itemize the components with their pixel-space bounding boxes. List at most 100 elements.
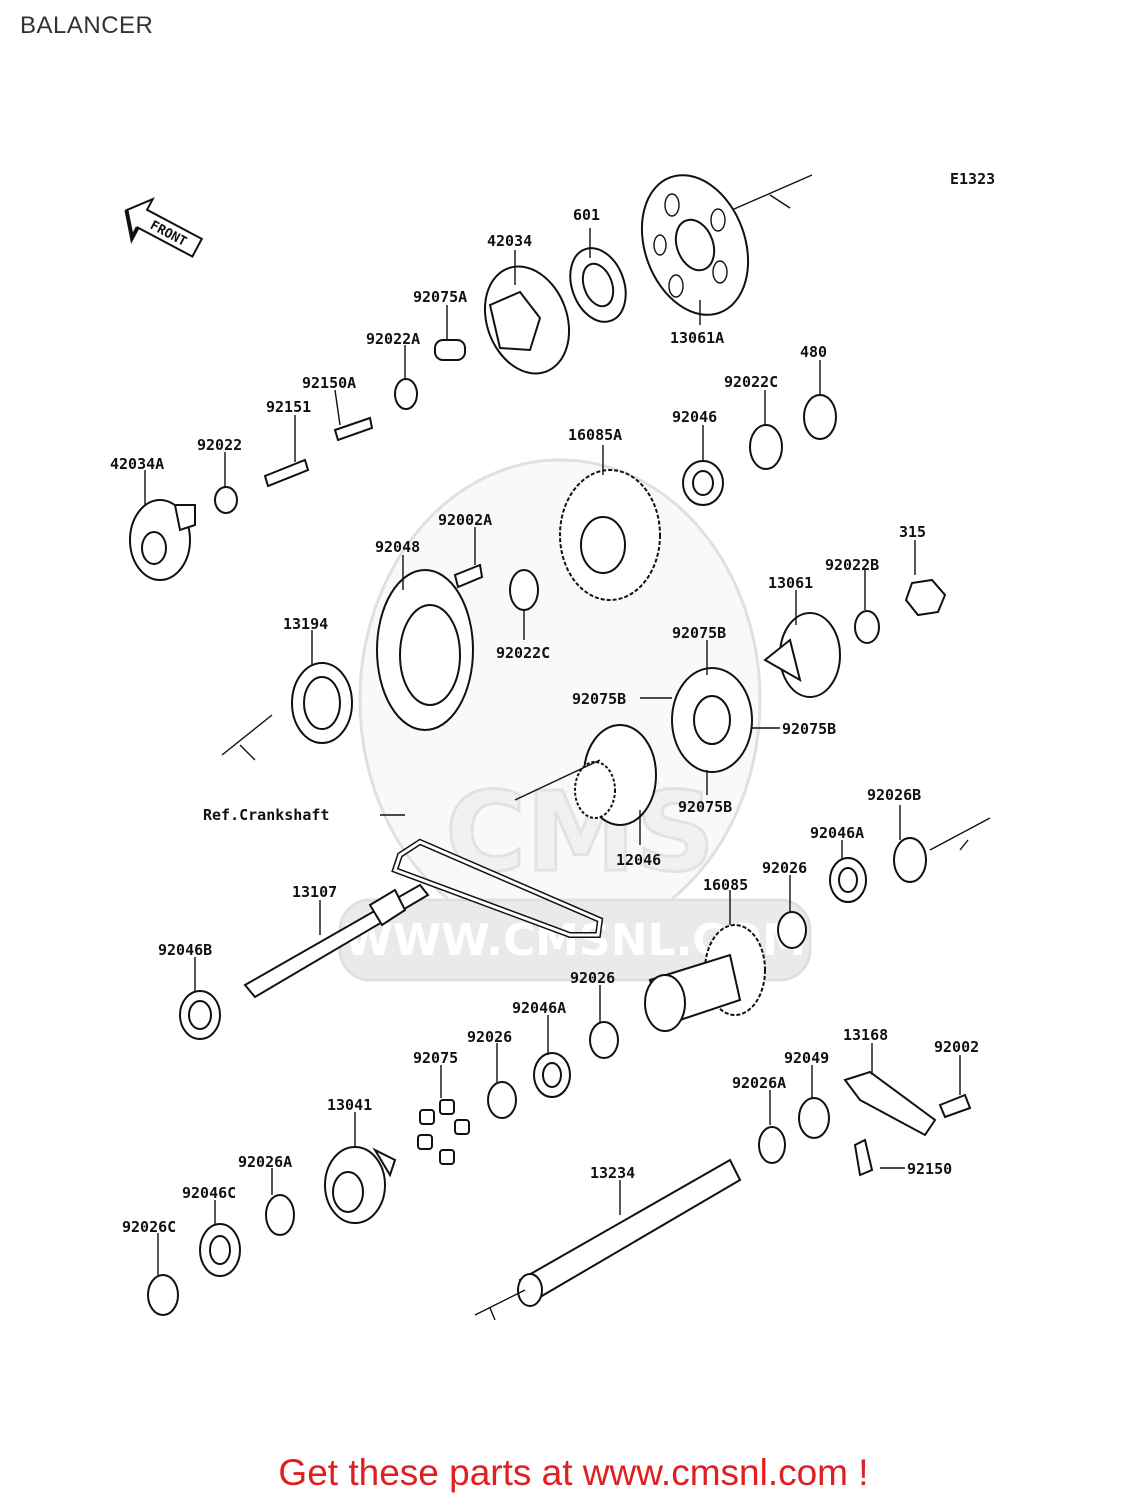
crankshaft-ref-label: Ref.Crankshaft: [203, 806, 329, 824]
label-92075A: 92075A: [413, 288, 467, 306]
part-92026-b: [589, 1021, 619, 1059]
label-480: 480: [800, 343, 827, 361]
label-92022A: 92022A: [366, 330, 420, 348]
label-92046B: 92046B: [158, 941, 212, 959]
part-13041: [324, 1146, 397, 1224]
label-92150A: 92150A: [302, 374, 356, 392]
label-92046: 92046: [672, 408, 717, 426]
part-92046: [682, 460, 724, 506]
part-92046C: [199, 1223, 241, 1277]
leader-lines: [144, 228, 961, 1275]
axis-line-right: [929, 817, 991, 851]
label-92026-b: 92026: [570, 969, 615, 987]
label-13168: 13168: [843, 1026, 888, 1044]
part-13061A: [640, 174, 750, 316]
part-92075-rubbers: [417, 1099, 470, 1165]
part-92150A: [333, 416, 374, 442]
label-13061A: 13061A: [670, 329, 724, 347]
part-92151: [263, 458, 310, 488]
part-92075A: [434, 339, 466, 361]
part-92026-c: [487, 1081, 517, 1119]
label-92150: 92150: [907, 1160, 952, 1178]
label-92022C-b: 92022C: [496, 644, 550, 662]
part-92046A: [829, 857, 867, 903]
label-42034A: 42034A: [110, 455, 164, 473]
label-92075B-top: 92075B: [672, 624, 726, 642]
label-92026C: 92026C: [122, 1218, 176, 1236]
exploded-parts-diagram: WWW.CMSNL.COM CMS E1323 FRONT: [110, 170, 995, 1321]
part-labels: 601 42034 92075A 13061A 92022A 480 92150…: [110, 206, 979, 1236]
label-92026A: 92026A: [732, 1074, 786, 1092]
label-92026A-b: 92026A: [238, 1153, 292, 1171]
part-92026A: [265, 1194, 295, 1236]
label-92026-c: 92026: [467, 1028, 512, 1046]
part-92002: [938, 1093, 972, 1119]
part-315-nut: [904, 578, 947, 617]
page-title: BALANCER: [20, 12, 154, 39]
label-12046: 12046: [616, 851, 661, 869]
part-92026-a: [777, 911, 807, 949]
part-92048-plate: [376, 569, 474, 731]
part-92022A: [394, 378, 418, 410]
label-92022: 92022: [197, 436, 242, 454]
part-13168-lever: [843, 1070, 937, 1137]
footer-link-text[interactable]: Get these parts at www.cmsnl.com !: [278, 1452, 869, 1493]
part-92002A: [453, 563, 484, 589]
part-13061: [763, 612, 841, 698]
part-42034A: [129, 499, 196, 581]
part-92150: [853, 1138, 874, 1177]
part-92026A-b: [758, 1126, 786, 1164]
label-92048: 92048: [375, 538, 420, 556]
label-92075B-bottom: 92075B: [678, 798, 732, 816]
label-13041: 13041: [327, 1096, 372, 1114]
label-92046A-b: 92046A: [512, 999, 566, 1017]
label-315: 315: [899, 523, 926, 541]
part-16085-gear: [644, 924, 766, 1032]
front-arrow-icon: FRONT: [124, 197, 204, 258]
part-42034: [483, 265, 571, 375]
part-92022C-b: [509, 569, 539, 611]
label-92049: 92049: [784, 1049, 829, 1067]
label-601: 601: [573, 206, 600, 224]
part-92075B-ring: [671, 667, 753, 773]
part-92022C: [749, 424, 783, 470]
label-92002A: 92002A: [438, 511, 492, 529]
part-13107-shaft: [243, 883, 430, 999]
label-13234: 13234: [590, 1164, 635, 1182]
label-92075B-right: 92075B: [782, 720, 836, 738]
part-92046B: [179, 990, 221, 1040]
part-chain: [391, 838, 604, 938]
label-92022B: 92022B: [825, 556, 879, 574]
part-480: [803, 394, 837, 440]
label-92002: 92002: [934, 1038, 979, 1056]
part-92022: [214, 486, 238, 514]
watermark-logo: WWW.CMSNL.COM CMS: [338, 458, 812, 982]
label-92075: 92075: [413, 1049, 458, 1067]
part-92049: [798, 1097, 830, 1139]
label-92026-a: 92026: [762, 859, 807, 877]
axis-line-top: [724, 174, 813, 214]
label-13107: 13107: [292, 883, 337, 901]
label-13194: 13194: [283, 615, 328, 633]
label-92151: 92151: [266, 398, 311, 416]
part-13234-shaft: [517, 1158, 742, 1307]
axis-line-left: [221, 714, 273, 761]
label-42034: 42034: [487, 232, 532, 250]
part-601-bearing: [569, 247, 627, 323]
part-92026C: [147, 1274, 179, 1316]
part-12046-sprocket: [574, 724, 657, 826]
label-92046C: 92046C: [182, 1184, 236, 1202]
crankshaft-leader: [380, 759, 601, 816]
part-92046A-b: [533, 1052, 571, 1098]
part-92026B: [893, 837, 927, 883]
figure-code: E1323: [950, 170, 995, 188]
label-92022C: 92022C: [724, 373, 778, 391]
label-13061: 13061: [768, 574, 813, 592]
axis-line-bottom: [474, 1289, 526, 1321]
label-92046A: 92046A: [810, 824, 864, 842]
label-92075B-left: 92075B: [572, 690, 626, 708]
part-16085A-gear: [559, 469, 661, 601]
label-92026B: 92026B: [867, 786, 921, 804]
label-16085: 16085: [703, 876, 748, 894]
part-13194: [291, 662, 353, 744]
